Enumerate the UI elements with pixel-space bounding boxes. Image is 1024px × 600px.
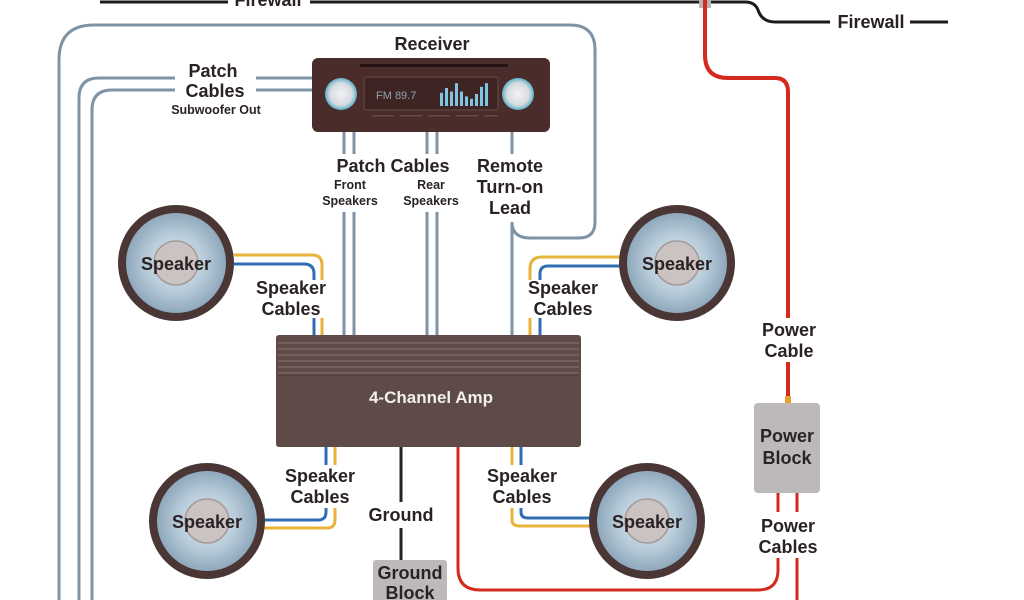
patch-cables-label: Patch Cables	[336, 156, 449, 176]
power-cables-label-2: Cables	[758, 537, 817, 557]
receiver-title: Receiver	[394, 34, 469, 54]
speaker-rear-left-label: Speaker	[172, 512, 242, 532]
front-label-1: Front	[334, 178, 367, 192]
speaker-front-right-label: Speaker	[642, 254, 712, 274]
remote-label-3: Lead	[489, 198, 531, 218]
speaker-rear-right	[589, 463, 705, 579]
power-cable-label-2: Cable	[764, 341, 813, 361]
speaker-cables-rr-label-1: Speaker	[487, 466, 557, 486]
equalizer-bars	[440, 83, 488, 106]
remote-label-2: Turn-on	[477, 177, 544, 197]
power-block-label-1: Power	[760, 426, 814, 446]
equalizer-bar	[460, 91, 463, 106]
remote-turn-on-lead	[57, 23, 597, 600]
speaker-cables-fr-label-1: Speaker	[528, 278, 598, 298]
tune-knob[interactable]	[502, 78, 534, 110]
front-rear-patch-cables	[342, 132, 514, 335]
amp-label: 4-Channel Amp	[369, 388, 493, 407]
speaker-cables-rl-label-1: Speaker	[285, 466, 355, 486]
front-label-2: Speakers	[322, 194, 378, 208]
speaker-front-right	[619, 205, 735, 321]
equalizer-bar	[450, 91, 453, 106]
speaker-cables-fr-label-2: Cables	[533, 299, 592, 319]
speaker-cables-fl-label-1: Speaker	[256, 278, 326, 298]
speaker-rear-left	[149, 463, 265, 579]
ground-block-label-2: Block	[385, 583, 435, 600]
power-cables-out	[456, 447, 799, 600]
firewall-line	[100, 0, 948, 24]
equalizer-bar	[480, 86, 483, 106]
power-cable-label-1: Power	[762, 320, 816, 340]
speaker-cables-fl-label-2: Cables	[261, 299, 320, 319]
four-channel-amp	[276, 335, 581, 447]
firewall-label-top: Firewall	[234, 0, 301, 10]
power-cables-label-1: Power	[761, 516, 815, 536]
ground-label: Ground	[369, 505, 434, 525]
speaker-front-left	[118, 205, 234, 321]
rear-label-2: Speakers	[403, 194, 459, 208]
radio-display: FM 89.7	[376, 90, 416, 102]
equalizer-bar	[485, 83, 488, 106]
speaker-cables-front-left	[234, 253, 324, 335]
subwoofer-patch-cables	[77, 76, 312, 600]
equalizer-bar	[445, 88, 448, 106]
patch-sub-label-2: Cables	[185, 81, 244, 101]
power-block	[754, 403, 820, 493]
firewall-label-right: Firewall	[837, 12, 904, 32]
power-block-label-2: Block	[762, 448, 812, 468]
speaker-cables-rear-left	[264, 447, 337, 530]
equalizer-bar	[440, 92, 443, 106]
power-cable-main	[703, 0, 790, 318]
subwoofer-out-label: Subwoofer Out	[171, 103, 261, 117]
rear-label-1: Rear	[417, 178, 445, 192]
volume-knob[interactable]	[325, 78, 357, 110]
speaker-front-left-label: Speaker	[141, 254, 211, 274]
equalizer-bar	[465, 96, 468, 106]
equalizer-bar	[470, 98, 473, 106]
speaker-cables-rr-label-2: Cables	[492, 487, 551, 507]
equalizer-bar	[455, 83, 458, 106]
patch-sub-label-1: Patch	[188, 61, 237, 81]
speaker-cables-rear-right	[510, 447, 592, 528]
fuse-icon	[785, 396, 791, 404]
remote-label-1: Remote	[477, 156, 543, 176]
speaker-cables-front-right	[528, 255, 620, 335]
ground-block	[373, 560, 447, 600]
speaker-cables-rl-label-2: Cables	[290, 487, 349, 507]
speaker-rear-right-label: Speaker	[612, 512, 682, 532]
equalizer-bar	[475, 94, 478, 106]
receiver: FM 89.7	[312, 58, 550, 132]
ground-block-label-1: Ground	[378, 563, 443, 583]
